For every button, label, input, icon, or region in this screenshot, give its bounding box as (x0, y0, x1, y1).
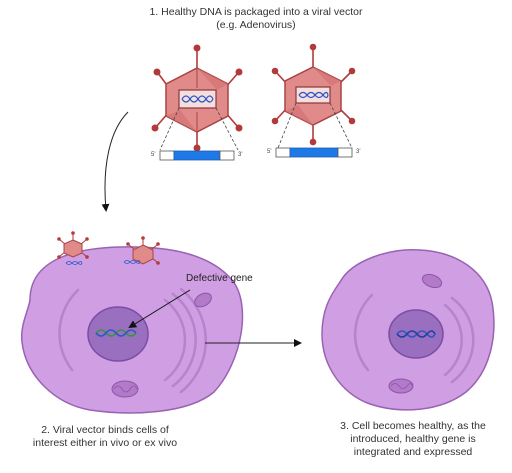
three-prime-label-1: 3' (238, 152, 243, 158)
step-3-line-1: 3. Cell becomes healthy, as the (340, 420, 486, 432)
three-prime-label-2: 3' (356, 149, 361, 155)
gene-construct-2 (275, 102, 353, 158)
five-prime-label-1: 5' (151, 152, 156, 158)
defective-gene-pointer (128, 289, 191, 329)
target-cell-healthy (321, 249, 495, 411)
step-3-line-3: integrated and expressed (353, 446, 473, 458)
target-cell-defective (20, 246, 244, 414)
step-1-caption: 1. Healthy DNA is packaged into a viral … (106, 6, 406, 32)
adenovirus-vector-1 (151, 44, 243, 152)
step-3-line-2: introduced, healthy gene is (350, 433, 476, 445)
step-2-line-1: 2. Viral vector binds cells of (41, 424, 169, 436)
five-prime-label-2: 5' (267, 149, 272, 155)
bound-virus-2 (123, 236, 160, 265)
step-1-line-1: 1. Healthy DNA is packaged into a viral … (149, 6, 363, 18)
step-2-caption: 2. Viral vector binds cells of interest … (10, 424, 200, 450)
step-3-caption: 3. Cell becomes healthy, as the introduc… (318, 420, 508, 459)
defective-gene-label: Defective gene (186, 273, 253, 284)
curved-arrow (101, 111, 129, 212)
adenovirus-vector-2 (271, 43, 356, 146)
gene-construct-1 (159, 107, 239, 161)
step-1-line-2: (e.g. Adenovirus) (216, 19, 296, 31)
step-2-line-2: interest either in vivo or ex vivo (32, 437, 178, 449)
bound-virus-1 (57, 231, 89, 265)
